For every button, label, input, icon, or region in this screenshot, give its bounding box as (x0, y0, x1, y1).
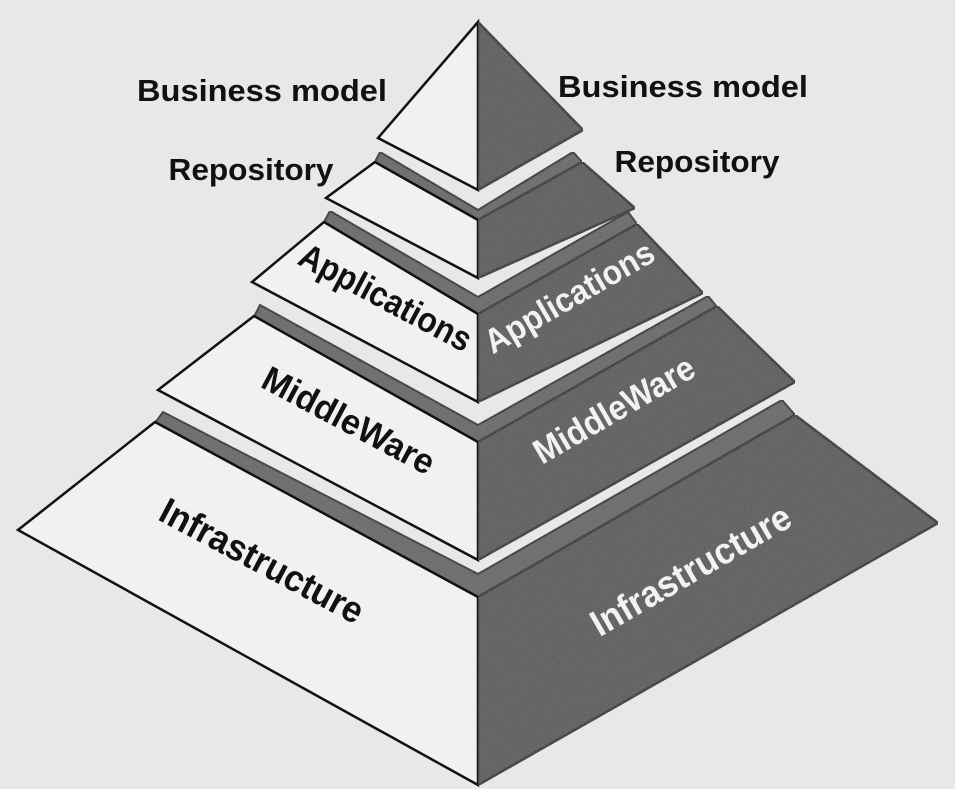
applications-right-face (476, 222, 706, 404)
infrastructure-right-face (476, 413, 941, 788)
repository-right-face (476, 160, 638, 280)
right-label-repository: Repository (615, 144, 781, 179)
left-label-business-model: Business model (137, 73, 387, 108)
middleware-right-face (476, 304, 798, 563)
right-label-business-model: Business model (558, 69, 808, 104)
business-model-right-face (476, 18, 586, 193)
left-label-repository: Repository (169, 152, 335, 187)
